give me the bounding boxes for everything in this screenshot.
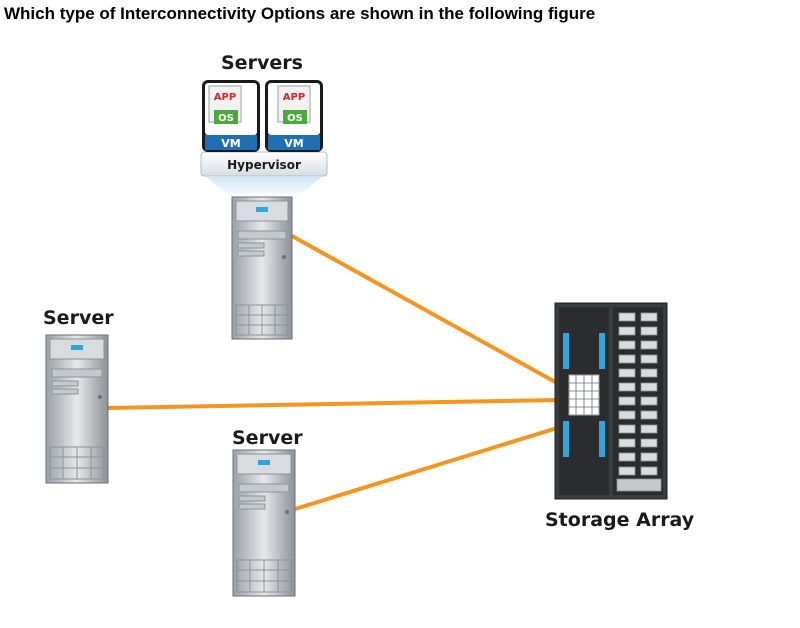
server-tower-left	[45, 334, 109, 484]
vm-card-2: APP OS VM	[265, 80, 323, 152]
storage-switch-grid	[568, 374, 600, 416]
os-text: OS	[287, 113, 303, 124]
app-text: APP	[283, 92, 305, 103]
server-tower-bottom	[232, 449, 296, 597]
os-text: OS	[218, 113, 234, 124]
link-top-server	[291, 234, 558, 385]
question-text: Which type of Interconnectivity Options …	[4, 4, 596, 23]
storage-array-label: Storage Array	[545, 509, 695, 531]
hypervisor-funnel	[206, 177, 322, 198]
server-tower-top	[231, 196, 293, 340]
link-bottom-server	[294, 426, 558, 511]
hypervisor-text: Hypervisor	[227, 158, 301, 172]
server-bottom-label: Server	[232, 427, 303, 449]
vm-hypervisor-block: Hypervisor APP OS VM APP OS VM	[200, 80, 328, 198]
vm-card-1: APP OS VM	[202, 80, 260, 152]
link-left-server	[107, 398, 558, 410]
connection-links	[107, 234, 558, 511]
storage-disk-shelves	[616, 312, 662, 492]
app-text: APP	[214, 92, 236, 103]
servers-label: Servers	[221, 52, 303, 74]
vm-text: VM	[221, 137, 240, 150]
server-left-label: Server	[43, 307, 114, 329]
hypervisor-bar	[200, 151, 328, 177]
storage-array	[554, 302, 668, 500]
vm-text: VM	[284, 137, 303, 150]
